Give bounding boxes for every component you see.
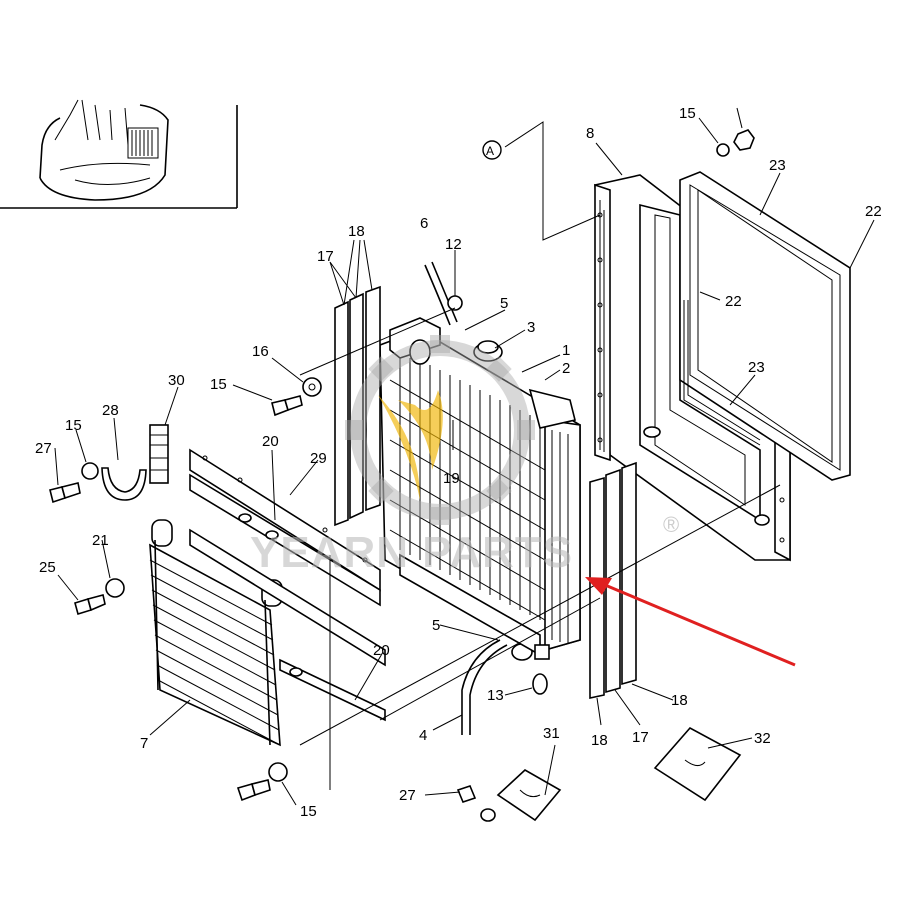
callout-31: 31 [543,725,560,742]
callout-22: 22 [865,203,882,220]
callout-29: 29 [310,450,327,467]
callout-17-bottom: 17 [632,729,649,746]
callout-1: 1 [562,342,570,359]
radiator-core [379,317,581,661]
highlight-arrow [585,577,796,667]
brand-watermark: YEARN PARTS ® [250,335,679,577]
watermark-registered-mark: ® [663,512,679,537]
callout-15-bottom: 15 [300,803,317,820]
reference-marker-a: A [482,140,502,160]
leader-lines [54,107,875,806]
callout-numbers: 8 15 23 22 22 23 18 17 6 12 5 3 1 2 16 1… [35,105,882,820]
machine-overview-inset [0,99,238,209]
callout-25: 25 [39,559,56,576]
reference-marker-label: A [486,144,494,158]
callout-13: 13 [487,687,504,704]
rubber-strips-left [334,285,381,527]
callout-23: 23 [769,157,786,174]
callout-23-inner: 23 [748,359,765,376]
callout-15-far-left: 15 [65,417,82,434]
callout-2: 2 [562,360,570,377]
callout-8: 8 [586,125,594,142]
callout-5-bottom: 5 [432,617,440,634]
callout-22-inner: 22 [725,293,742,310]
callout-3: 3 [527,319,535,336]
callout-12: 12 [445,236,462,253]
callout-19: 19 [443,470,460,487]
callout-18-bottom: 18 [591,732,608,749]
fasteners [49,129,755,822]
callout-6: 6 [420,215,428,232]
callout-32: 32 [754,730,771,747]
watermark-brand-text: YEARN PARTS [250,528,573,577]
frame-seals [679,171,851,481]
cooler-brackets [189,448,386,722]
callout-5-top: 5 [500,295,508,312]
callout-20: 20 [262,433,279,450]
callout-15: 15 [679,105,696,122]
callout-27: 27 [35,440,52,457]
callout-18: 18 [348,223,365,240]
callout-18-right: 18 [671,692,688,709]
callout-20-lower: 20 [373,642,390,659]
callout-27-bottom: 27 [399,787,416,804]
callout-28: 28 [102,402,119,419]
hoses [424,261,508,735]
callout-16: 16 [252,343,269,360]
callout-17: 17 [317,248,334,265]
callout-4: 4 [419,727,427,744]
callout-21: 21 [92,532,109,549]
callout-30: 30 [168,372,185,389]
callout-7: 7 [140,735,148,752]
shim-plates [496,726,742,822]
callout-15-left: 15 [210,376,227,393]
